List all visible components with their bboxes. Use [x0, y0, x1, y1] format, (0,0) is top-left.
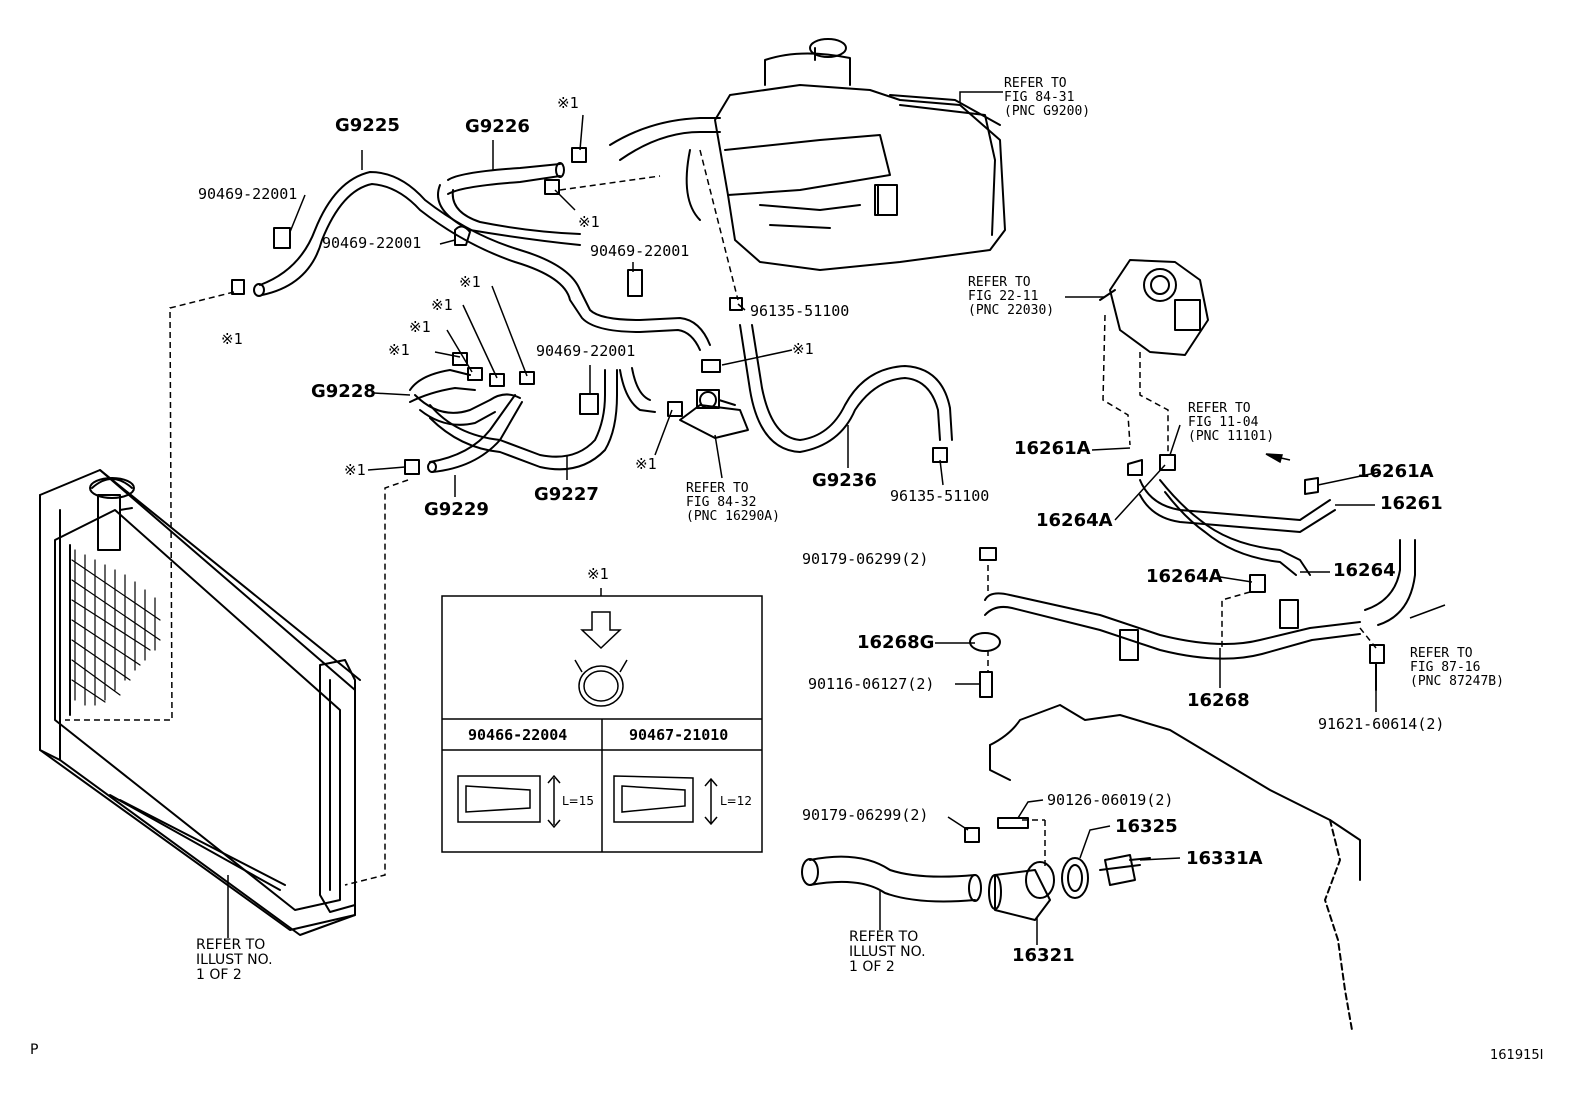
- label-g9229: G9229: [424, 499, 489, 520]
- radiator-core-fins: [71, 549, 161, 706]
- label-16261a-left: 16261A: [1014, 438, 1091, 459]
- hose-clips: [231, 147, 721, 475]
- illustration-id: 161915I: [1490, 1048, 1544, 1063]
- water-inlet-16321: [988, 861, 1055, 921]
- clip-mark-2: ※1: [578, 213, 600, 231]
- label-16321: 16321: [1012, 945, 1075, 966]
- clip-mark-6: ※1: [409, 318, 431, 336]
- label-16325: 16325: [1115, 816, 1178, 837]
- label-91621: 91621-60614(2): [1318, 715, 1445, 733]
- dashed-connectors: [65, 149, 1377, 886]
- radiator: [39, 469, 361, 936]
- leader-lines: [227, 91, 1446, 945]
- fasteners: [729, 297, 1385, 843]
- engine-block: [989, 704, 1361, 1031]
- clip-detail-inset: [441, 588, 763, 853]
- label-16268g: 16268G: [857, 632, 935, 653]
- inset-length-15: L=15: [562, 794, 595, 808]
- clip-mark-8: ※1: [792, 340, 814, 358]
- clip-mark-1: ※1: [557, 94, 579, 112]
- hose-87247b: [1364, 539, 1416, 626]
- clip-mark-4: ※1: [459, 273, 481, 291]
- label-90469-d: 90469-22001: [536, 342, 636, 360]
- inset-length-12: L=12: [720, 794, 753, 808]
- label-90469-a: 90469-22001: [198, 185, 298, 203]
- pipe-16268: [984, 592, 1361, 661]
- label-16331a: 16331A: [1186, 848, 1263, 869]
- gasket-16325: [1061, 857, 1089, 899]
- inset-part-90467: 90467-21010: [629, 726, 729, 744]
- label-90469-c: 90469-22001: [590, 242, 690, 260]
- label-16261a-right: 16261A: [1357, 461, 1434, 482]
- corner-mark-p: P: [30, 1042, 39, 1058]
- hose-g9229: [427, 394, 523, 473]
- clip-mark-5: ※1: [431, 296, 453, 314]
- hose-upper-tank: [609, 117, 721, 221]
- lower-hose: [801, 855, 982, 903]
- clip-mark-3: ※1: [221, 330, 243, 348]
- hose-g9225: [253, 171, 711, 351]
- label-90179-a: 90179-06299(2): [802, 550, 929, 568]
- label-16264a-upper: 16264A: [1036, 510, 1113, 531]
- label-16264a-lower: 16264A: [1146, 566, 1223, 587]
- water-valve: [679, 389, 749, 439]
- hose-g9236: [739, 324, 953, 453]
- inset-part-90466: 90466-22004: [468, 726, 568, 744]
- label-16261: 16261: [1380, 493, 1443, 514]
- label-16268: 16268: [1187, 690, 1250, 711]
- clip-mark-10: ※1: [635, 455, 657, 473]
- label-16264: 16264: [1333, 560, 1396, 581]
- throttle-body: [1099, 259, 1209, 356]
- label-96135-b: 96135-51100: [890, 487, 990, 505]
- label-g9225: G9225: [335, 115, 400, 136]
- label-90179-b: 90179-06299(2): [802, 806, 929, 824]
- label-90469-b: 90469-22001: [322, 234, 422, 252]
- label-g9226: G9226: [465, 116, 530, 137]
- hose-g9227: [429, 367, 656, 471]
- label-90126: 90126-06019(2): [1047, 791, 1174, 809]
- reservoir-tank: [714, 38, 1006, 271]
- clip-mark-11: ※1: [587, 565, 609, 583]
- clip-mark-9: ※1: [344, 461, 366, 479]
- pipe-16264: [1159, 479, 1311, 576]
- label-96135-a: 96135-51100: [750, 302, 850, 320]
- label-90116: 90116-06127(2): [808, 675, 935, 693]
- label-g9236: G9236: [812, 470, 877, 491]
- clip-mark-7: ※1: [388, 341, 410, 359]
- label-g9227: G9227: [534, 484, 599, 505]
- thermostat-16331a: [1099, 854, 1151, 886]
- hose-g9226: [437, 162, 581, 246]
- label-g9228: G9228: [311, 381, 376, 402]
